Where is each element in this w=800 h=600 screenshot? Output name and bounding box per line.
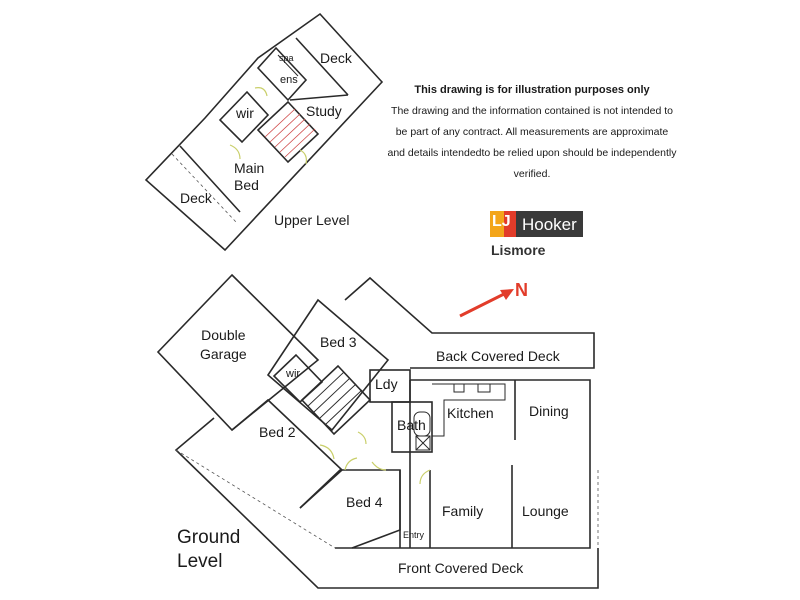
upper-ensuite-walls	[256, 46, 308, 102]
bed2-label: Bed 2	[259, 424, 296, 440]
upper-study-wall	[289, 94, 349, 101]
bed4-walls	[299, 469, 401, 549]
entry-label: Entry	[403, 530, 425, 540]
upper-wir-walls	[218, 90, 270, 144]
logo-mark-text: LJ	[492, 213, 511, 230]
upper-level-plan	[144, 12, 384, 252]
upper-deck-top-wall	[295, 37, 349, 96]
back-deck-outline	[344, 276, 595, 369]
family-label: Family	[442, 503, 484, 519]
disclaimer-heading: This drawing is for illustration purpose…	[414, 84, 650, 96]
dining-label: Dining	[529, 403, 569, 419]
disclaimer-line-3: and details intendedto be relied upon sh…	[387, 147, 677, 159]
back-covered-deck-label: Back Covered Deck	[436, 348, 560, 364]
ground-wir-label: wir	[286, 368, 301, 380]
ground-level-plan	[156, 273, 599, 589]
disclaimer-line-4: verified.	[513, 168, 551, 180]
upper-study-label: Study	[306, 103, 342, 119]
double-garage-label: Double Garage	[200, 327, 247, 362]
bed3-walls	[266, 298, 390, 432]
bed2-walls	[231, 398, 344, 509]
disclaimer-line-1: The drawing and the information containe…	[391, 105, 673, 117]
door-bed4	[344, 457, 358, 471]
upper-deck-left-wall	[179, 145, 241, 213]
disclaimer-line-2: be part of any contract. All measurement…	[395, 126, 669, 138]
kitchen-cooktop	[477, 383, 491, 393]
north-label: N	[515, 280, 528, 300]
upper-door-wir	[229, 144, 241, 160]
front-deck-dash	[175, 449, 336, 549]
lounge-label: Lounge	[522, 503, 569, 519]
ldy-label: Ldy	[375, 376, 398, 392]
kitchen-bench	[432, 383, 506, 437]
shower	[415, 435, 431, 451]
upper-level-outline	[144, 12, 384, 252]
north-arrow	[459, 289, 514, 318]
door-hall	[371, 461, 387, 471]
front-deck-outline	[174, 417, 599, 589]
upper-door-study	[299, 149, 307, 165]
front-covered-deck-label: Front Covered Deck	[398, 560, 524, 576]
bath-walls	[391, 401, 433, 453]
upper-level-title: Upper Level	[274, 212, 350, 228]
upper-ens-label: ens	[280, 74, 298, 86]
bath-label: Bath	[397, 417, 426, 433]
upper-wir-label: wir	[236, 105, 254, 121]
lj-hooker-logo: LJ Hooker	[490, 211, 583, 237]
disclaimer-block: This drawing is for illustration purpose…	[382, 80, 682, 185]
upper-deck-left-label: Deck	[180, 190, 212, 206]
ground-stairs	[300, 364, 372, 436]
kitchen-label: Kitchen	[447, 405, 494, 421]
upper-spa-line	[277, 54, 299, 77]
upper-main-bed-label: Main Bed	[234, 160, 265, 193]
kitchen-sink	[453, 383, 465, 393]
upper-stairs	[256, 100, 320, 164]
ground-wir-walls	[272, 353, 324, 404]
bed4-label: Bed 4	[346, 494, 383, 510]
upper-spa-label: spa	[279, 53, 294, 63]
ground-level-title: Ground Level	[177, 527, 241, 572]
agency-office: Lismore	[491, 242, 546, 258]
door-family	[419, 469, 431, 485]
door-bed2	[319, 444, 335, 460]
bed3-label: Bed 3	[320, 334, 357, 350]
main-house-outline	[335, 379, 591, 549]
logo-name: Hooker	[516, 211, 583, 237]
upper-door-ens	[254, 87, 268, 97]
logo-mark: LJ	[490, 211, 516, 237]
door-bath	[357, 431, 367, 445]
upper-deck-top-label: Deck	[320, 50, 352, 66]
laundry-walls	[369, 369, 411, 403]
